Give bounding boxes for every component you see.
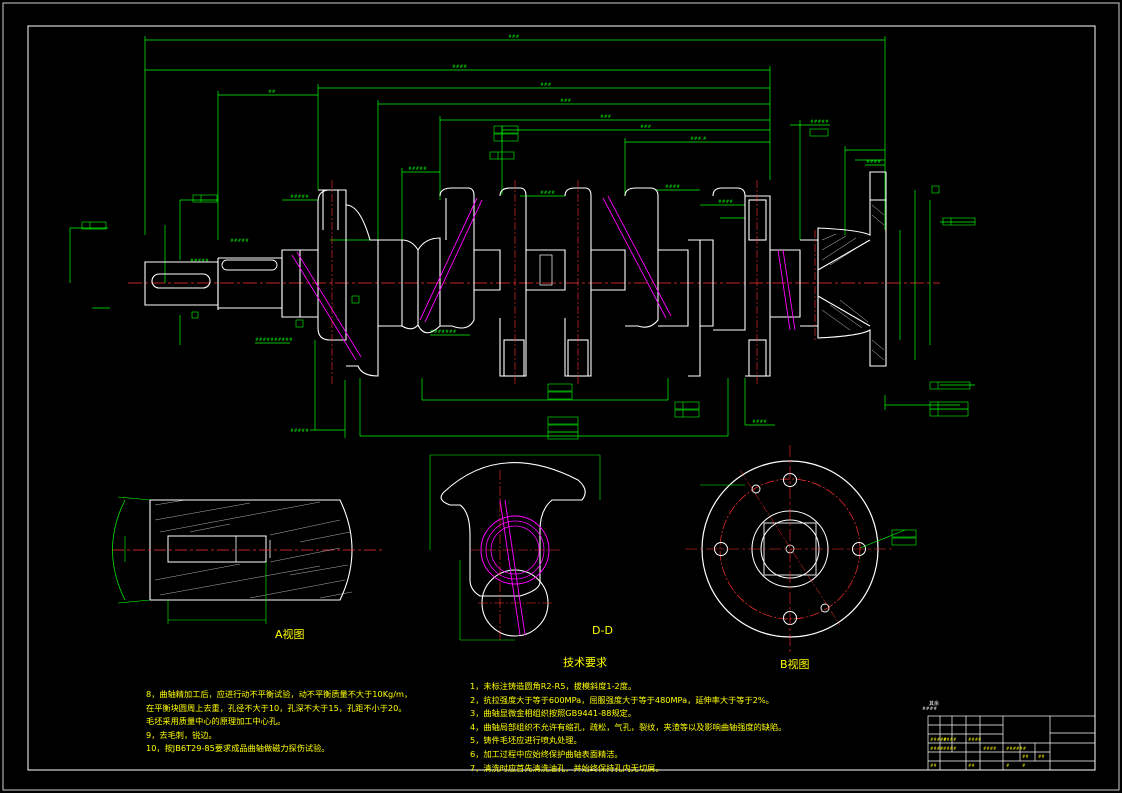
- svg-text:####: ####: [718, 199, 733, 205]
- svg-text:#####: #####: [408, 166, 427, 172]
- tech-note-left-4: 9，去毛刺，锐边。: [146, 729, 217, 740]
- svg-text:#######: #######: [430, 329, 457, 335]
- svg-text:#####: #####: [290, 194, 309, 200]
- svg-text:###: ###: [640, 124, 652, 130]
- svg-text:####: ####: [665, 184, 680, 190]
- tech-note-right-6: 6，加工过程中应始终保护曲轴表面精洁。: [470, 748, 623, 759]
- section-dd-label: D-D: [592, 624, 613, 637]
- a-view: [112, 496, 382, 624]
- tech-note-left-1: 8，曲轴精加工后，应进行动不平衡试验，动不平衡质量不大于10Kg/m，: [146, 689, 413, 699]
- svg-text:##: ##: [968, 763, 975, 768]
- title-block: [927, 715, 1096, 771]
- svg-text:####: ####: [943, 746, 957, 751]
- roughness-note: 其余: [929, 701, 940, 707]
- svg-text:####: ####: [943, 737, 957, 742]
- oil-holes: [291, 195, 796, 361]
- tech-note-left-3: 毛坯采用质量中心的原理加工中心孔。: [146, 716, 286, 727]
- a-view-label: A视图: [275, 628, 305, 641]
- svg-text:#####: #####: [290, 428, 309, 434]
- svg-text:####: ####: [540, 190, 555, 196]
- tech-note-right-3: 3，曲轴显微金相组织按照GB9441-88规定。: [470, 708, 637, 719]
- svg-text:####: ####: [983, 746, 997, 751]
- technical-requirements-heading: 技术要求: [563, 656, 607, 669]
- svg-text:###: ###: [540, 82, 552, 88]
- svg-text:##: ##: [1022, 754, 1029, 759]
- section-dd: [429, 454, 601, 641]
- svg-text:###: ###: [560, 98, 572, 104]
- dimension-text: ######### ######### ######.##### #######…: [190, 34, 881, 434]
- flange-hatch: [821, 204, 885, 361]
- svg-text:##: ##: [268, 89, 276, 95]
- svg-text:##: ##: [1038, 754, 1045, 759]
- tech-notes-left: 8，曲轴精加工后，应进行动不平衡试验，动不平衡质量不大于10Kg/m， 在平衡块…: [146, 688, 412, 756]
- tech-note-right-2: 2，抗拉强度大于等于600MPa，屈服强度大于等于480MPa，延伸率大于等于2…: [470, 694, 774, 705]
- main-view: ######### ######### ######.##### #######…: [69, 34, 976, 440]
- svg-text:#: #: [1022, 763, 1026, 768]
- svg-text:####: ####: [968, 737, 982, 742]
- svg-text:####: ####: [922, 706, 937, 712]
- journal-centerlines: [331, 180, 816, 385]
- svg-text:####: ####: [752, 419, 767, 425]
- svg-text:#####: #####: [230, 238, 249, 244]
- svg-text:#: #: [1006, 763, 1010, 768]
- svg-text:###.#: ###.#: [690, 136, 707, 142]
- svg-text:#####: #####: [930, 737, 947, 742]
- svg-text:##: ##: [930, 763, 937, 768]
- tech-note-right-4: 4，曲轴局部组织不允许有缩孔，疏松，气孔，裂纹，夹渣等以及影响曲轴强度的缺陷。: [470, 721, 787, 732]
- svg-text:#####: #####: [190, 258, 209, 264]
- svg-text:####: ####: [866, 159, 881, 165]
- b-view: [685, 445, 917, 655]
- svg-text:####: ####: [930, 746, 944, 751]
- svg-text:####: ####: [452, 64, 467, 70]
- tech-note-right-7: 7，清洗时应首先清洗油孔，并始终保持孔内无切屑。: [470, 762, 664, 773]
- b-view-label: B视图: [780, 658, 810, 671]
- tech-note-left-5: 10，按JB6T29-85要求成品曲轴做磁力探伤试验。: [146, 743, 330, 754]
- sheet-inner-border: [27, 25, 1096, 771]
- crankshaft-outline: [144, 171, 887, 377]
- svg-text:#####: #####: [810, 119, 829, 125]
- tech-note-left-2: 在平衡块圆周上去重，孔径不大于10，孔深不大于15，孔距不小于20。: [146, 702, 407, 713]
- svg-text:######: ######: [1006, 746, 1027, 751]
- svg-text:###: ###: [508, 34, 520, 40]
- svg-text:##########: ##########: [255, 337, 293, 343]
- tolerance-frames: [81, 125, 976, 440]
- tech-note-right-5: 5，铸件毛坯应进行喷丸处理。: [470, 735, 582, 746]
- tech-note-right-1: 1，未标注铸造圆角R2-R5，拔模斜度1-2度。: [470, 681, 637, 691]
- title-block-cells: ############# ############ ########## ##…: [930, 737, 1045, 768]
- svg-text:###: ###: [600, 114, 612, 120]
- dimension-lines: [69, 36, 975, 438]
- tech-notes-right: 1，未标注铸造圆角R2-R5，拔模斜度1-2度。 2，抗拉强度大于等于600MP…: [470, 680, 786, 775]
